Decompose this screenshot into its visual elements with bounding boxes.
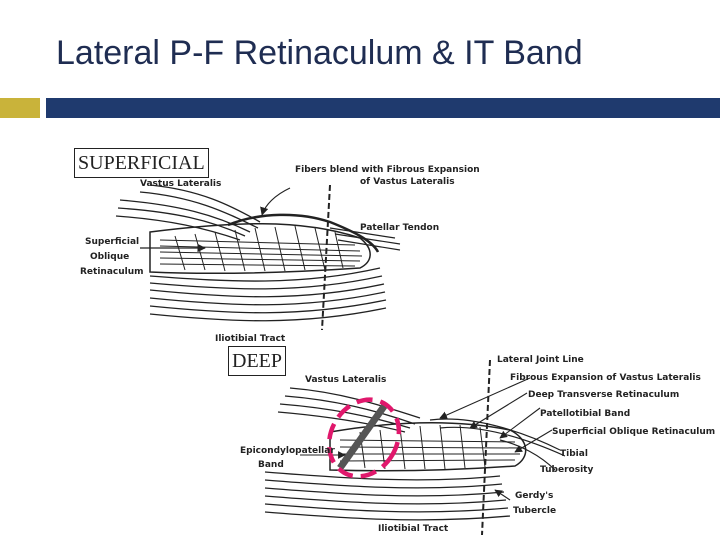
label-fibers-blend-2: of Vastus Lateralis	[360, 177, 455, 187]
superficial-box-label: SUPERFICIAL	[74, 148, 209, 178]
label-fibers-blend-1: Fibers blend with Fibrous Expansion	[295, 165, 480, 175]
label-superficial-oblique-2: Oblique	[90, 252, 129, 262]
label-lateral-joint-line: Lateral Joint Line	[497, 355, 584, 365]
label-superficial-oblique-1: Superficial	[85, 237, 139, 247]
label-tibial-1: Tibial	[560, 449, 588, 459]
slide-title: Lateral P-F Retinaculum & IT Band	[56, 34, 583, 72]
label-deep-transverse: Deep Transverse Retinaculum	[528, 390, 679, 400]
label-gerdys-2: Tubercle	[513, 506, 556, 516]
label-tibial-2: Tuberosity	[540, 465, 593, 475]
label-patellotibial: Patellotibial Band	[540, 409, 630, 419]
label-superficial-oblique-3: Retinaculum	[80, 267, 144, 277]
label-epicondylopatellar-2: Band	[258, 460, 284, 470]
iliotibial-tract-lines	[149, 267, 387, 322]
label-vastus-lateralis-deep: Vastus Lateralis	[305, 375, 386, 385]
label-iliotibial-tract-deep: Iliotibial Tract	[378, 524, 449, 534]
label-iliotibial-tract-top: Iliotibial Tract	[215, 334, 286, 344]
vastus-lateralis-fibers-deep	[277, 387, 421, 433]
superficial-diagram	[115, 184, 401, 331]
label-superficial-oblique-deep: Superficial Oblique Retinaculum	[552, 427, 715, 437]
label-gerdys-1: Gerdy's	[515, 491, 553, 501]
label-epicondylopatellar-1: Epicondylopatellar	[240, 446, 335, 456]
vastus-lateralis-fibers	[115, 184, 261, 241]
accent-bar-navy	[46, 98, 720, 118]
deep-diagram	[264, 359, 566, 536]
highlight-ellipse	[326, 397, 402, 479]
accent-bar-gold	[0, 98, 40, 118]
deep-box-label: DEEP	[228, 346, 286, 376]
label-vastus-lateralis-top: Vastus Lateralis	[140, 179, 221, 189]
label-patellar-tendon: Patellar Tendon	[360, 223, 439, 233]
label-fibrous-expansion: Fibrous Expansion of Vastus Lateralis	[510, 373, 701, 383]
